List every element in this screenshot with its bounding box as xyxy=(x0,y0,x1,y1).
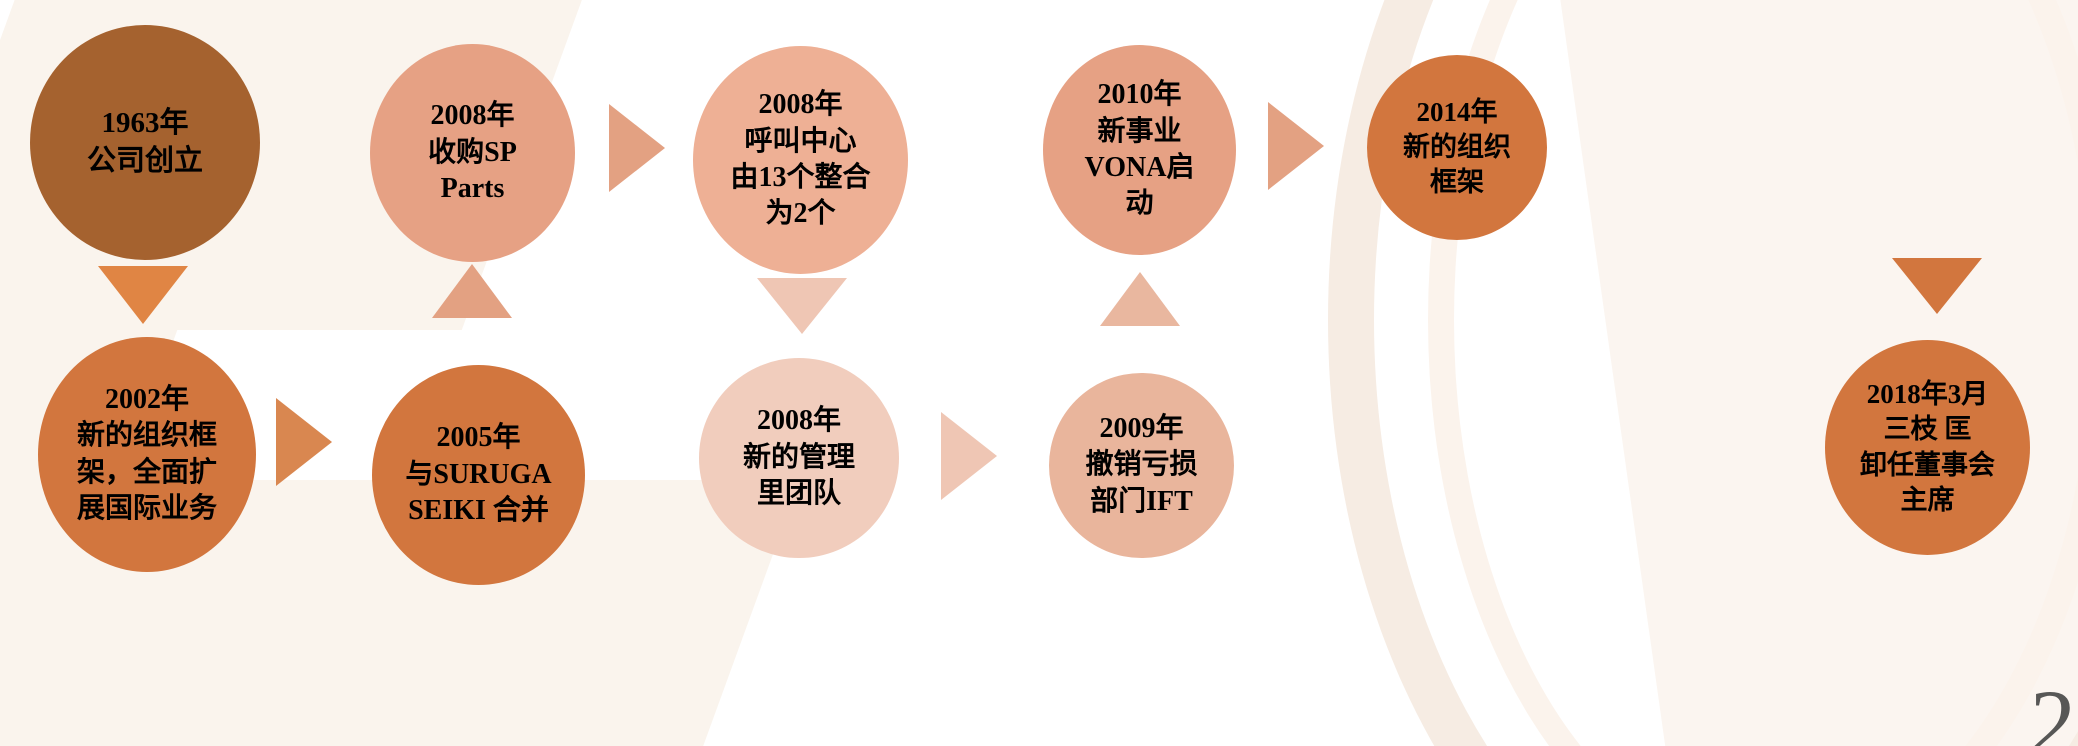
node-2014-structure[interactable]: 2014年 新的组织 框架 xyxy=(1367,55,1547,240)
node-label: 2008年 呼叫中心 由13个整合 为2个 xyxy=(730,89,871,230)
node-2005-suruga[interactable]: 2005年 与SURUGA SEIKI 合并 xyxy=(372,365,585,585)
node-2008-call-center[interactable]: 2008年 呼叫中心 由13个整合 为2个 xyxy=(693,46,908,274)
node-label: 2008年 收购SP Parts xyxy=(428,100,517,205)
node-2018-chairman[interactable]: 2018年3月 三枝 匡 卸任董事会 主席 xyxy=(1825,340,2030,555)
arrow-2002-to-2005-icon xyxy=(276,398,332,486)
node-label: 2014年 新的组织 框架 xyxy=(1403,96,1511,198)
node-label: 2010年 新事业 VONA启 动 xyxy=(1084,79,1195,220)
node-label: 2005年 与SURUGA SEIKI 合并 xyxy=(405,422,552,527)
arrow-2014-to-2018-icon xyxy=(1892,258,1982,314)
node-label: 2018年3月 三枝 匡 卸任董事会 主席 xyxy=(1860,379,1995,515)
node-label: 2002年 新的组织框 架，全面扩 展国际业务 xyxy=(76,383,217,524)
node-label: 2009年 撤销亏损 部门IFT xyxy=(1085,412,1198,517)
arrow-management-to-2009-icon xyxy=(941,412,997,500)
arrow-2008sp-to-callcenter-icon xyxy=(609,104,665,192)
node-2002-structure[interactable]: 2002年 新的组织框 架，全面扩 展国际业务 xyxy=(38,337,256,572)
node-label: 2008年 新的管理 里团队 xyxy=(742,405,855,510)
arrow-callcenter-to-management-icon xyxy=(757,278,847,334)
node-2010-vona[interactable]: 2010年 新事业 VONA启 动 xyxy=(1043,45,1236,255)
arrow-1963-to-2002-icon xyxy=(98,266,188,324)
node-2008-sp-parts[interactable]: 2008年 收购SP Parts xyxy=(370,44,575,262)
node-2009-ift[interactable]: 2009年 撤销亏损 部门IFT xyxy=(1049,373,1234,558)
page-number: 2 xyxy=(2030,671,2076,746)
arrow-2010-to-2014-icon xyxy=(1268,102,1324,190)
node-label: 1963年 公司创立 xyxy=(86,106,203,177)
arrow-2005-to-2008sp-icon xyxy=(432,264,512,318)
node-1963[interactable]: 1963年 公司创立 xyxy=(30,25,260,260)
node-2008-management[interactable]: 2008年 新的管理 里团队 xyxy=(699,358,899,558)
arrow-2009-to-2010-icon xyxy=(1100,272,1180,326)
